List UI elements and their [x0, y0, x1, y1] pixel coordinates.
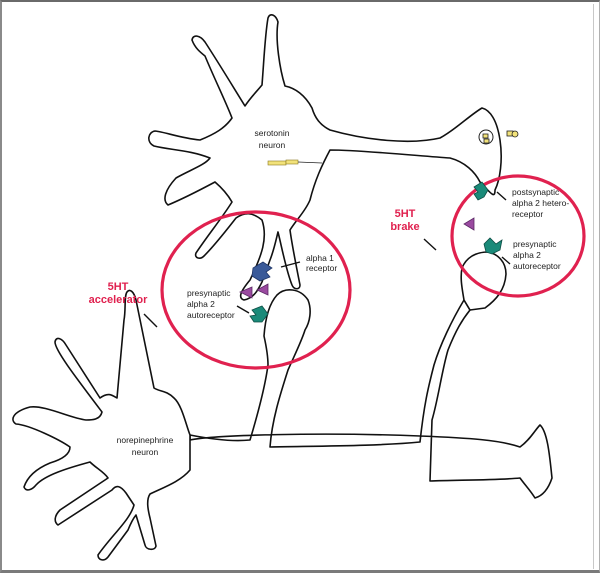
vesicle-icon [478, 129, 494, 145]
brake-circle [450, 174, 586, 298]
norepinephrine-triangle-icon [239, 286, 253, 299]
pre-brake-leader-line [501, 256, 511, 265]
pre-acc-label-1: presynaptic [187, 288, 231, 298]
post-brake-label-2: alpha 2 hetero- [512, 198, 569, 208]
postsynaptic-heteroreceptor-icon [473, 181, 489, 201]
norepinephrine-label-2: neuron [132, 447, 159, 457]
pre-brake-label-3: autoreceptor [513, 261, 561, 271]
pre-brake-label-1: presynaptic [513, 239, 557, 249]
norepinephrine-label-1: norepinephrine [117, 435, 174, 445]
norepinephrine-neuron-soma [12, 289, 191, 561]
alpha1-leader-line [280, 261, 301, 268]
alpha1-label-1: alpha 1 [306, 253, 334, 263]
pre-acc-label-2: alpha 2 [187, 299, 215, 309]
brake-title-2: brake [390, 221, 419, 233]
serotonin-molecule-icon [506, 130, 519, 138]
presynaptic-autoreceptor-icon [249, 305, 269, 323]
pre-acc-leader-line [236, 305, 250, 314]
presynaptic-autoreceptor-icon [483, 237, 503, 255]
post-brake-label-1: postsynaptic [512, 187, 560, 197]
serotonin-neuron [148, 14, 502, 301]
accelerator-leader-line [143, 313, 158, 328]
serotonin-label-2: neuron [259, 140, 286, 150]
norepinephrine-triangle-icon [463, 217, 475, 231]
serotonin-synthesis-icon [267, 159, 323, 166]
accelerator-title-1: 5HT [108, 281, 129, 293]
post-brake-label-3: receptor [512, 209, 543, 219]
accelerator-title-2: accelerator [89, 294, 148, 306]
norepinephrine-neuron-body [189, 289, 553, 499]
serotonin-label-1: serotonin [255, 128, 290, 138]
post-brake-leader-line [496, 191, 507, 201]
pre-acc-label-3: autoreceptor [187, 310, 235, 320]
frame-edge [593, 4, 594, 569]
alpha1-label-2: receptor [306, 263, 337, 273]
norepinephrine-brake-terminal [460, 251, 507, 311]
brake-title-1: 5HT [395, 208, 416, 220]
brake-leader-line [423, 238, 437, 251]
alpha1-receptor-icon [251, 261, 273, 282]
accelerator-circle [160, 210, 352, 370]
norepinephrine-triangle-icon [256, 283, 269, 296]
pre-brake-label-2: alpha 2 [513, 250, 541, 260]
